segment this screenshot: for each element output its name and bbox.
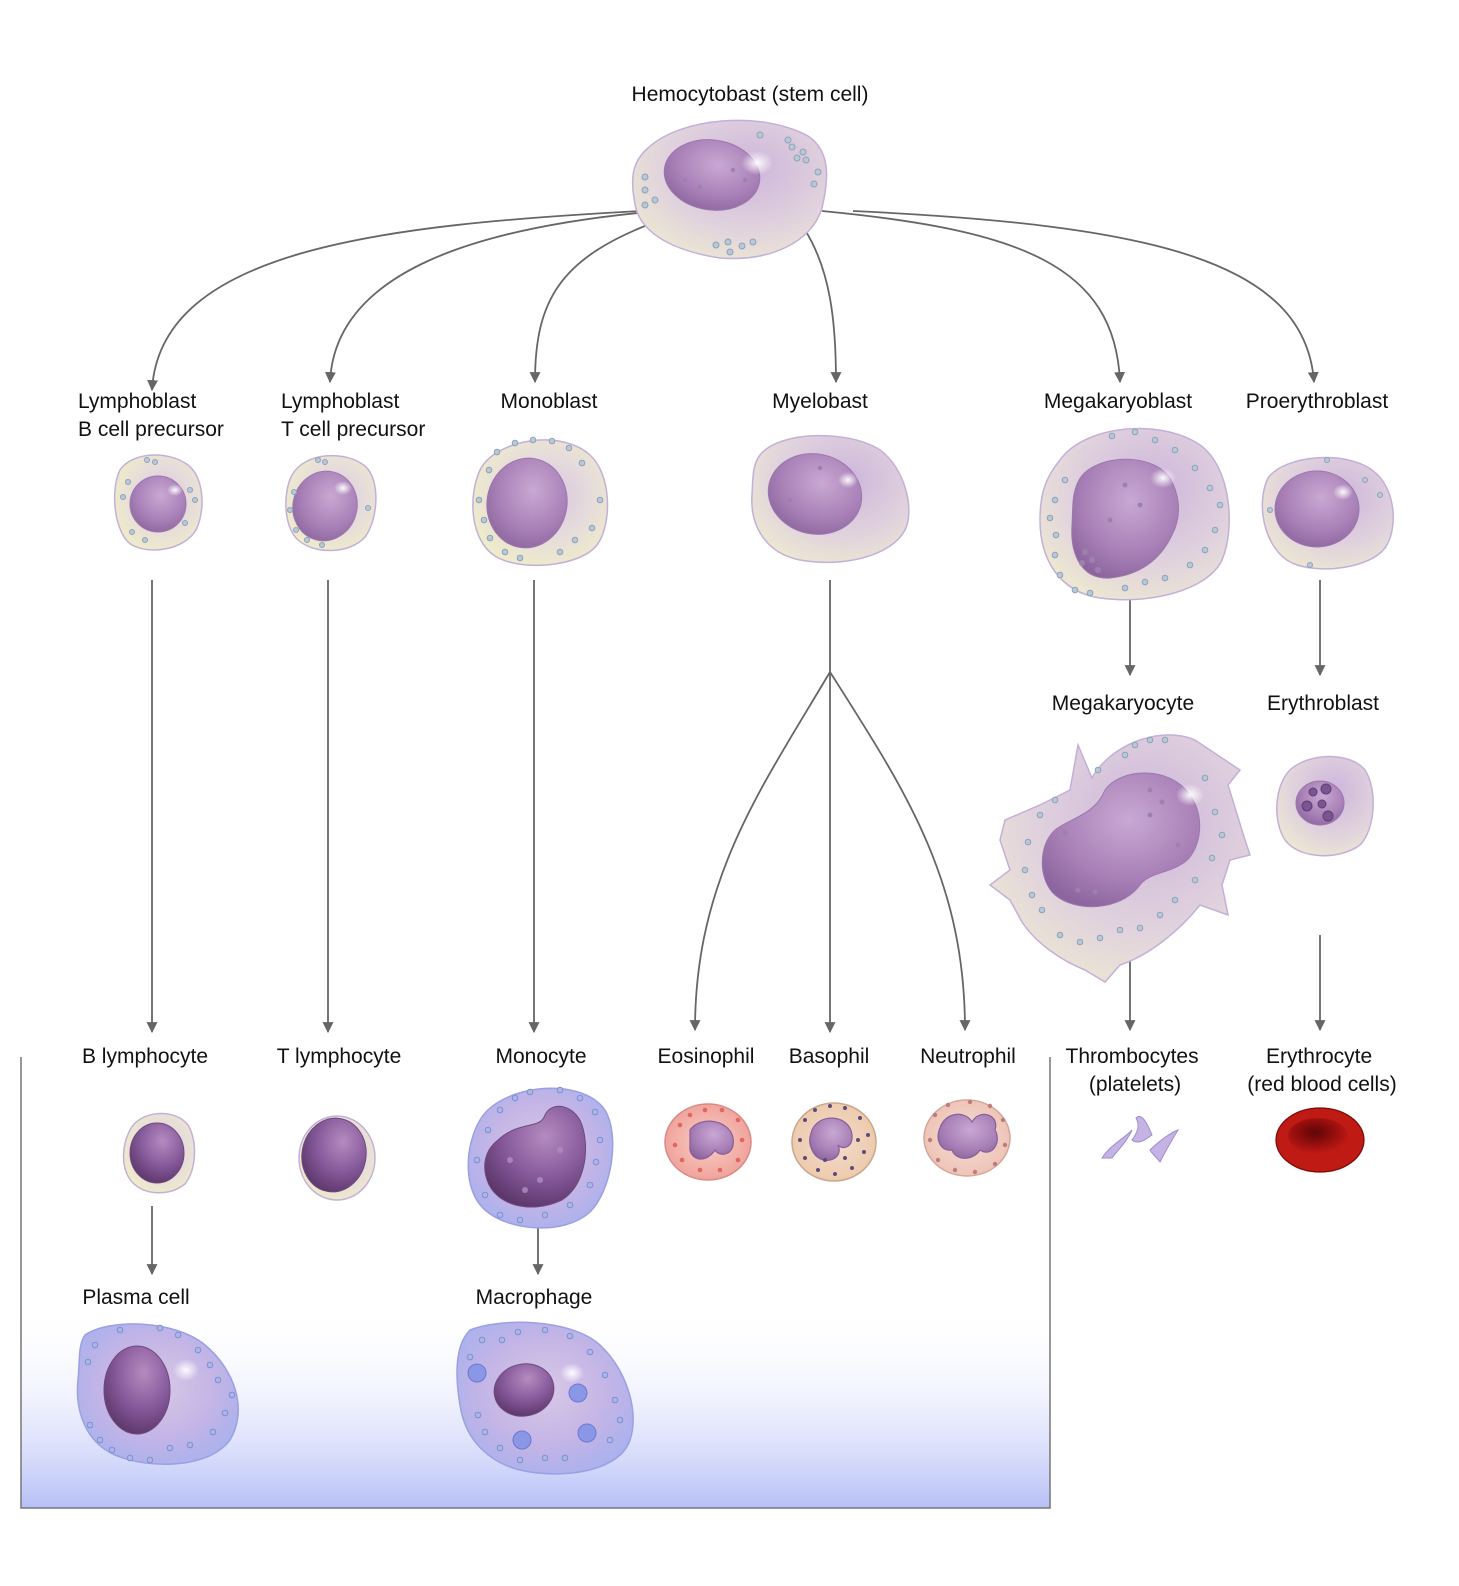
erythrocyte-cell (1275, 1107, 1365, 1173)
megakaryoblast-label: Megakaryoblast (1044, 390, 1192, 413)
lymphoblast-b-label: Lymphoblast B cell precursor (78, 390, 224, 441)
b-lymphocyte-cell (122, 1112, 196, 1194)
plasma-cell-cell (76, 1323, 239, 1465)
megakaryoblast-cell (1039, 427, 1230, 601)
arrows (146, 210, 1326, 1276)
neutrophil-label: Neutrophil (920, 1045, 1016, 1068)
myelobast-cell (751, 434, 910, 564)
proerythroblast-label: Proerythroblast (1246, 390, 1389, 413)
arrow-to-monoblast (529, 221, 656, 384)
basophil-cell (791, 1102, 877, 1182)
lymphoblast-t-label: Lymphoblast T cell precursor (281, 390, 425, 441)
arrow-to-neutrophil (829, 671, 971, 1032)
monoblast-label: Monoblast (501, 390, 598, 413)
b-lymphocyte-label: B lymphocyte (82, 1045, 208, 1068)
proerythroblast-cell (1261, 456, 1394, 570)
erythroblast-cell (1276, 755, 1374, 857)
thrombocytes-cell (1101, 1116, 1180, 1163)
neutrophil-cell (923, 1099, 1011, 1177)
arrow-to-lymphoblast-b (147, 210, 641, 392)
lymphoblast-t-cell (285, 454, 377, 552)
eosinophil-label: Eosinophil (658, 1045, 755, 1068)
basophil-label: Basophil (789, 1045, 870, 1068)
monocyte-cell (467, 1086, 614, 1229)
erythroblast-label: Erythroblast (1267, 692, 1379, 715)
lymphoblast-b-cell (113, 454, 203, 551)
monocyte-label: Monocyte (495, 1045, 586, 1068)
arrow-to-megakaryoblast (821, 210, 1126, 384)
macrophage-cell (456, 1321, 634, 1475)
t-lymphocyte-label: T lymphocyte (277, 1045, 402, 1068)
arrow-to-myelobast (804, 229, 842, 384)
arrow-to-eosinophil (689, 671, 831, 1032)
macrophage-label: Macrophage (476, 1286, 593, 1309)
monoblast-cell (472, 436, 609, 567)
hemocytoblast-cell (631, 119, 828, 260)
arrow-to-lymphoblast-t (324, 211, 649, 384)
myelobast-label: Myelobast (772, 390, 868, 413)
erythrocyte-label: Erythrocyte (red blood cells) (1247, 1045, 1396, 1096)
t-lymphocyte-cell (298, 1115, 376, 1201)
megakaryocyte-cell (988, 734, 1251, 983)
plasma-cell-label: Plasma cell (82, 1286, 189, 1309)
stem-cell-label: Hemocytobast (stem cell) (632, 83, 869, 106)
eosinophil-cell (664, 1103, 752, 1181)
megakaryocyte-label: Megakaryocyte (1052, 692, 1194, 715)
thrombocytes-label: Thrombocytes (platelets) (1066, 1045, 1205, 1096)
arrow-to-proerythroblast (852, 210, 1319, 384)
